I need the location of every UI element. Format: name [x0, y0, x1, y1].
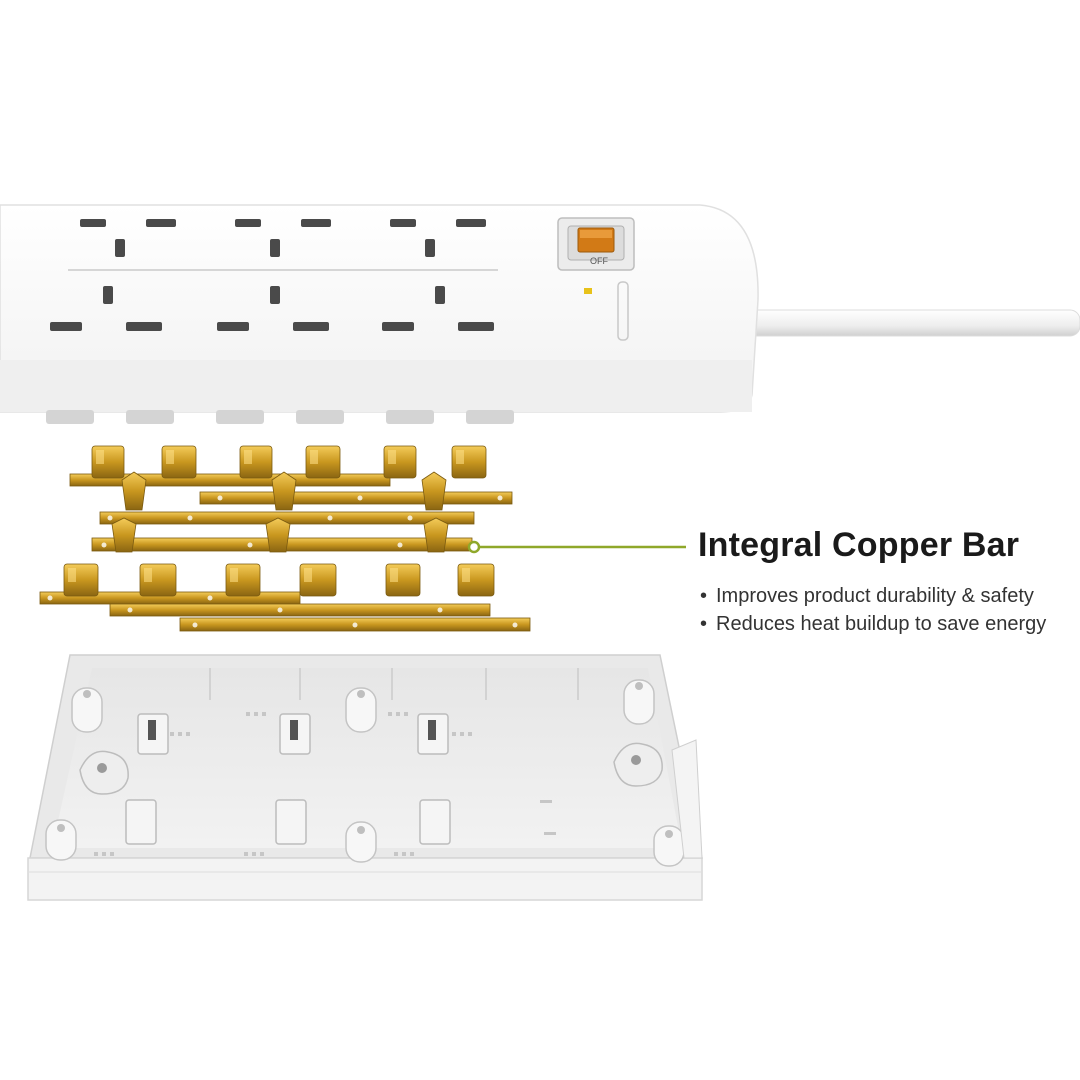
top-cover: [0, 204, 759, 424]
socket: [382, 286, 494, 331]
bullet-icon: •: [700, 613, 708, 635]
power-cord: [739, 309, 1080, 337]
indicator-led: [584, 288, 592, 294]
feature-bullet: • Reduces heat buildup to save energy: [700, 610, 1080, 638]
callout-leader-line: [467, 540, 686, 554]
socket-row-top: [80, 219, 486, 257]
feature-title: Integral Copper Bar: [698, 526, 1020, 564]
feature-bullet-list: • Improves product durability & safety • R…: [700, 582, 1080, 638]
copper-bar-assembly: [39, 445, 531, 632]
feature-bullet-text: Improves product durability & safety: [716, 585, 1034, 607]
bullet-icon: •: [700, 585, 708, 607]
socket-row-bottom: [50, 286, 494, 331]
socket: [390, 219, 486, 257]
base-housing: [27, 654, 703, 901]
feature-bullet-text: Reduces heat buildup to save energy: [716, 613, 1047, 635]
socket: [80, 219, 176, 257]
socket: [50, 286, 162, 331]
feature-bullet: • Improves product durability & safety: [700, 582, 1080, 610]
socket: [235, 219, 331, 257]
socket: [217, 286, 329, 331]
power-switch: [557, 217, 635, 271]
switch-off-label: OFF: [590, 256, 608, 266]
brand-emboss: [617, 281, 629, 341]
